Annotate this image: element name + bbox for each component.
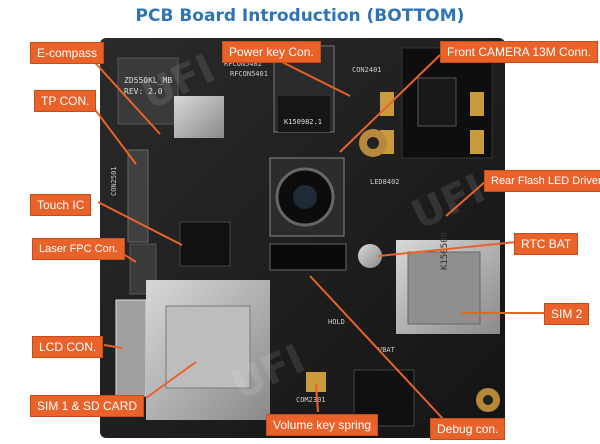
silkscreen-rfcon1: RFCON5401	[230, 70, 268, 78]
processor-chip	[278, 96, 330, 132]
silkscreen-vbat: VBAT	[378, 346, 395, 354]
gold-pad	[470, 130, 484, 154]
silkscreen-led: LED8402	[370, 178, 400, 186]
label-rear-flash: Rear Flash LED Driver	[484, 170, 600, 192]
label-front-camera: Front CAMERA 13M Conn.	[440, 41, 599, 63]
silkscreen-rev: REV: 2.0	[124, 87, 163, 96]
label-debug-con: Debug con.	[430, 418, 506, 440]
label-tp-con: TP CON.	[34, 90, 97, 112]
label-volume-key: Volume key spring	[266, 414, 379, 436]
bottom-connector	[353, 369, 415, 427]
label-laser-fpc: Laser FPC Con.	[32, 238, 125, 260]
screw-hole-center	[483, 395, 493, 405]
label-lcd-con: LCD CON.	[32, 336, 104, 358]
silkscreen-com2301: COM2301	[296, 396, 326, 404]
page-title: PCB Board Introduction (BOTTOM)	[135, 6, 465, 26]
silkscreen-model: ZD550KL_MB	[124, 76, 173, 85]
label-power-key: Power key Con.	[222, 41, 321, 63]
metal-can-top	[174, 96, 224, 138]
leader-rtc-bat	[377, 241, 517, 257]
leader-sim1-sd	[145, 361, 197, 399]
leader-touch-ic	[97, 201, 183, 246]
label-sim1-sd: SIM 1 & SD CARD	[30, 395, 145, 417]
label-e-compass: E-compass	[30, 42, 105, 64]
label-rtc-bat: RTC BAT	[514, 233, 579, 255]
debug-connector	[269, 243, 347, 271]
leader-e-compass	[87, 54, 161, 135]
gold-pad	[470, 92, 484, 116]
front-camera-window	[417, 77, 457, 127]
leader-lcd-con	[103, 344, 123, 349]
label-touch-ic: Touch IC	[30, 194, 92, 216]
rtc-battery	[358, 244, 382, 268]
label-sim2: SIM 2	[544, 303, 590, 325]
silkscreen-hold: HOLD	[328, 318, 345, 326]
silkscreen-rfcon2: RFCON5402	[224, 60, 262, 68]
rear-camera-lens-inner	[293, 185, 317, 209]
silkscreen-chip: K150982.1	[284, 118, 322, 126]
screw-hole-center	[367, 137, 379, 149]
leader-volume-key	[315, 383, 319, 413]
shield-top-left	[117, 57, 179, 125]
leader-tp-con	[89, 102, 137, 165]
leader-debug-con	[309, 275, 445, 421]
silkscreen-con2401: CON2401	[352, 66, 382, 74]
volume-key-spring	[306, 372, 326, 392]
leader-rear-flash	[445, 180, 487, 217]
touch-ic-chip	[179, 221, 231, 267]
leader-front-camera	[339, 54, 441, 153]
